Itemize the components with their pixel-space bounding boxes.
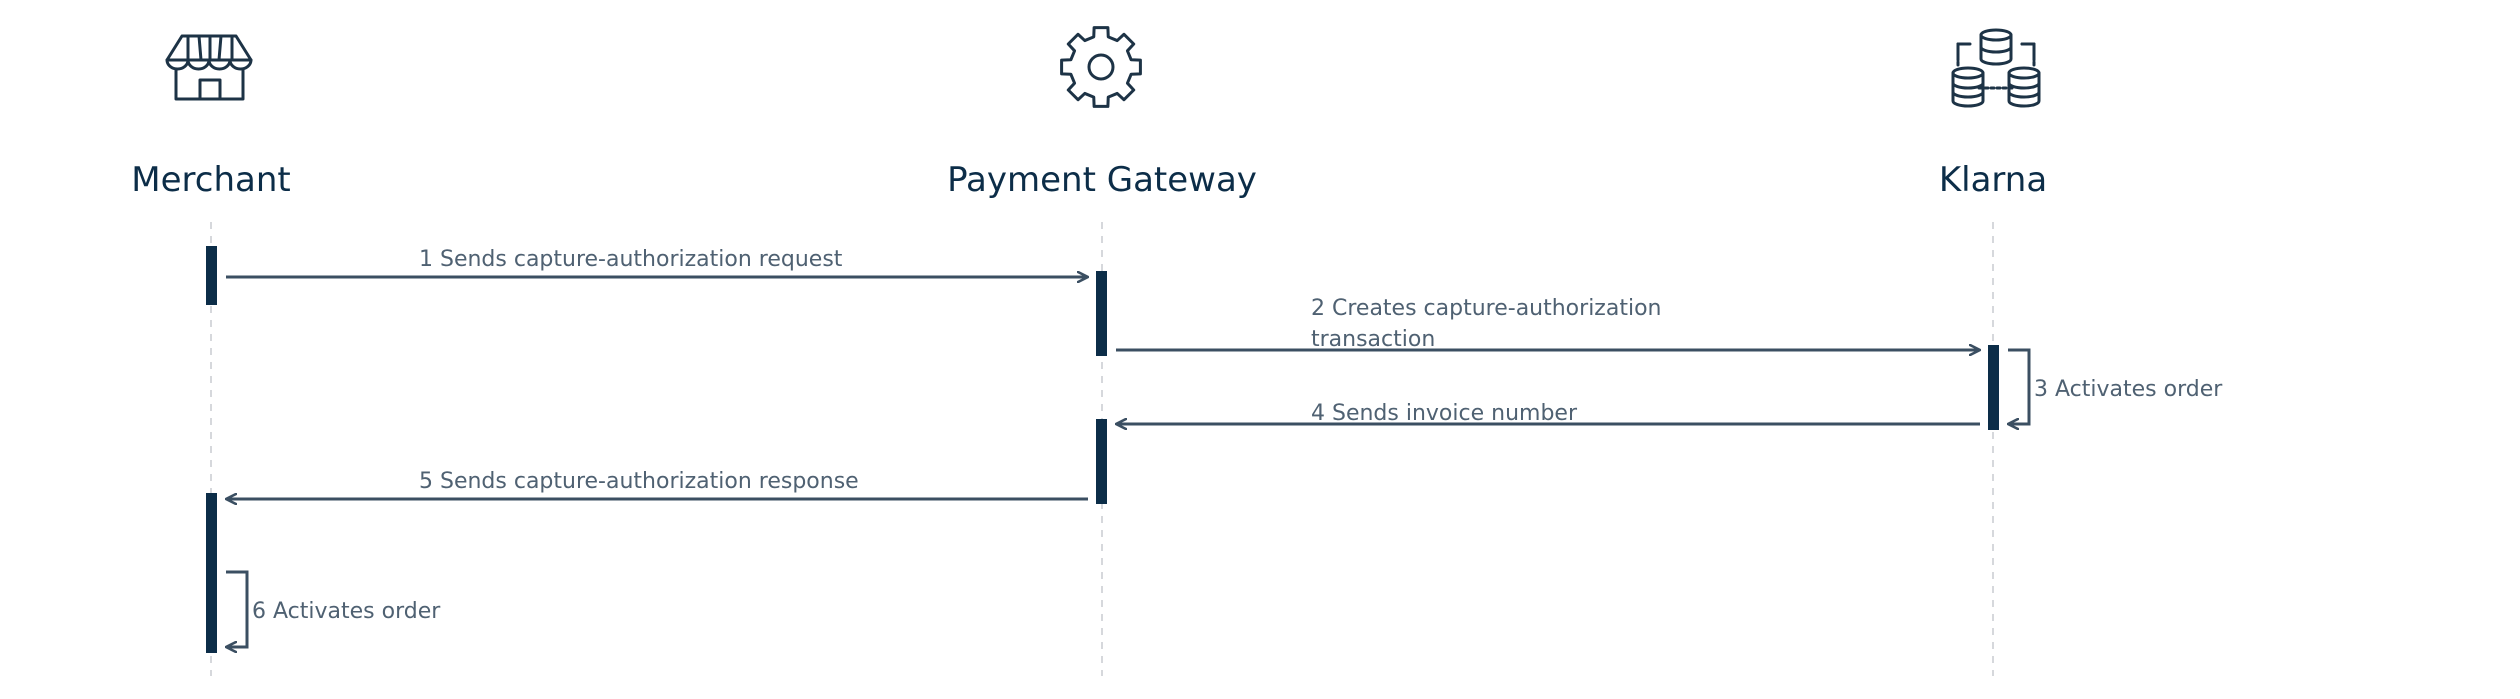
activation-merchant-2 (206, 493, 217, 653)
message-4-label: 4 Sends invoice number (1311, 401, 1578, 426)
arrow-message-6 (226, 570, 249, 647)
activation-merchant-1 (206, 246, 217, 305)
message-6-label: 6 Activates order (252, 599, 441, 624)
message-2-label-line1: 2 Creates capture-authorization (1311, 296, 1661, 321)
message-2-label-line2: transaction (1311, 327, 1435, 352)
message-5-label: 5 Sends capture-authorization response (419, 469, 859, 494)
arrow-message-3 (2008, 348, 2031, 424)
activation-gateway-2 (1096, 419, 1107, 504)
activation-gateway-1 (1096, 271, 1107, 356)
participant-payment-gateway: Payment Gateway (947, 160, 1257, 200)
message-3-label: 3 Activates order (2034, 377, 2223, 402)
participant-klarna: Klarna (1939, 160, 2047, 200)
participant-merchant: Merchant (131, 160, 290, 200)
activation-klarna-1 (1988, 345, 1999, 430)
gear-icon (1060, 26, 1142, 108)
message-1-label: 1 Sends capture-authorization request (419, 247, 843, 272)
database-network-icon (1951, 28, 2041, 108)
storefront-icon (165, 34, 253, 101)
